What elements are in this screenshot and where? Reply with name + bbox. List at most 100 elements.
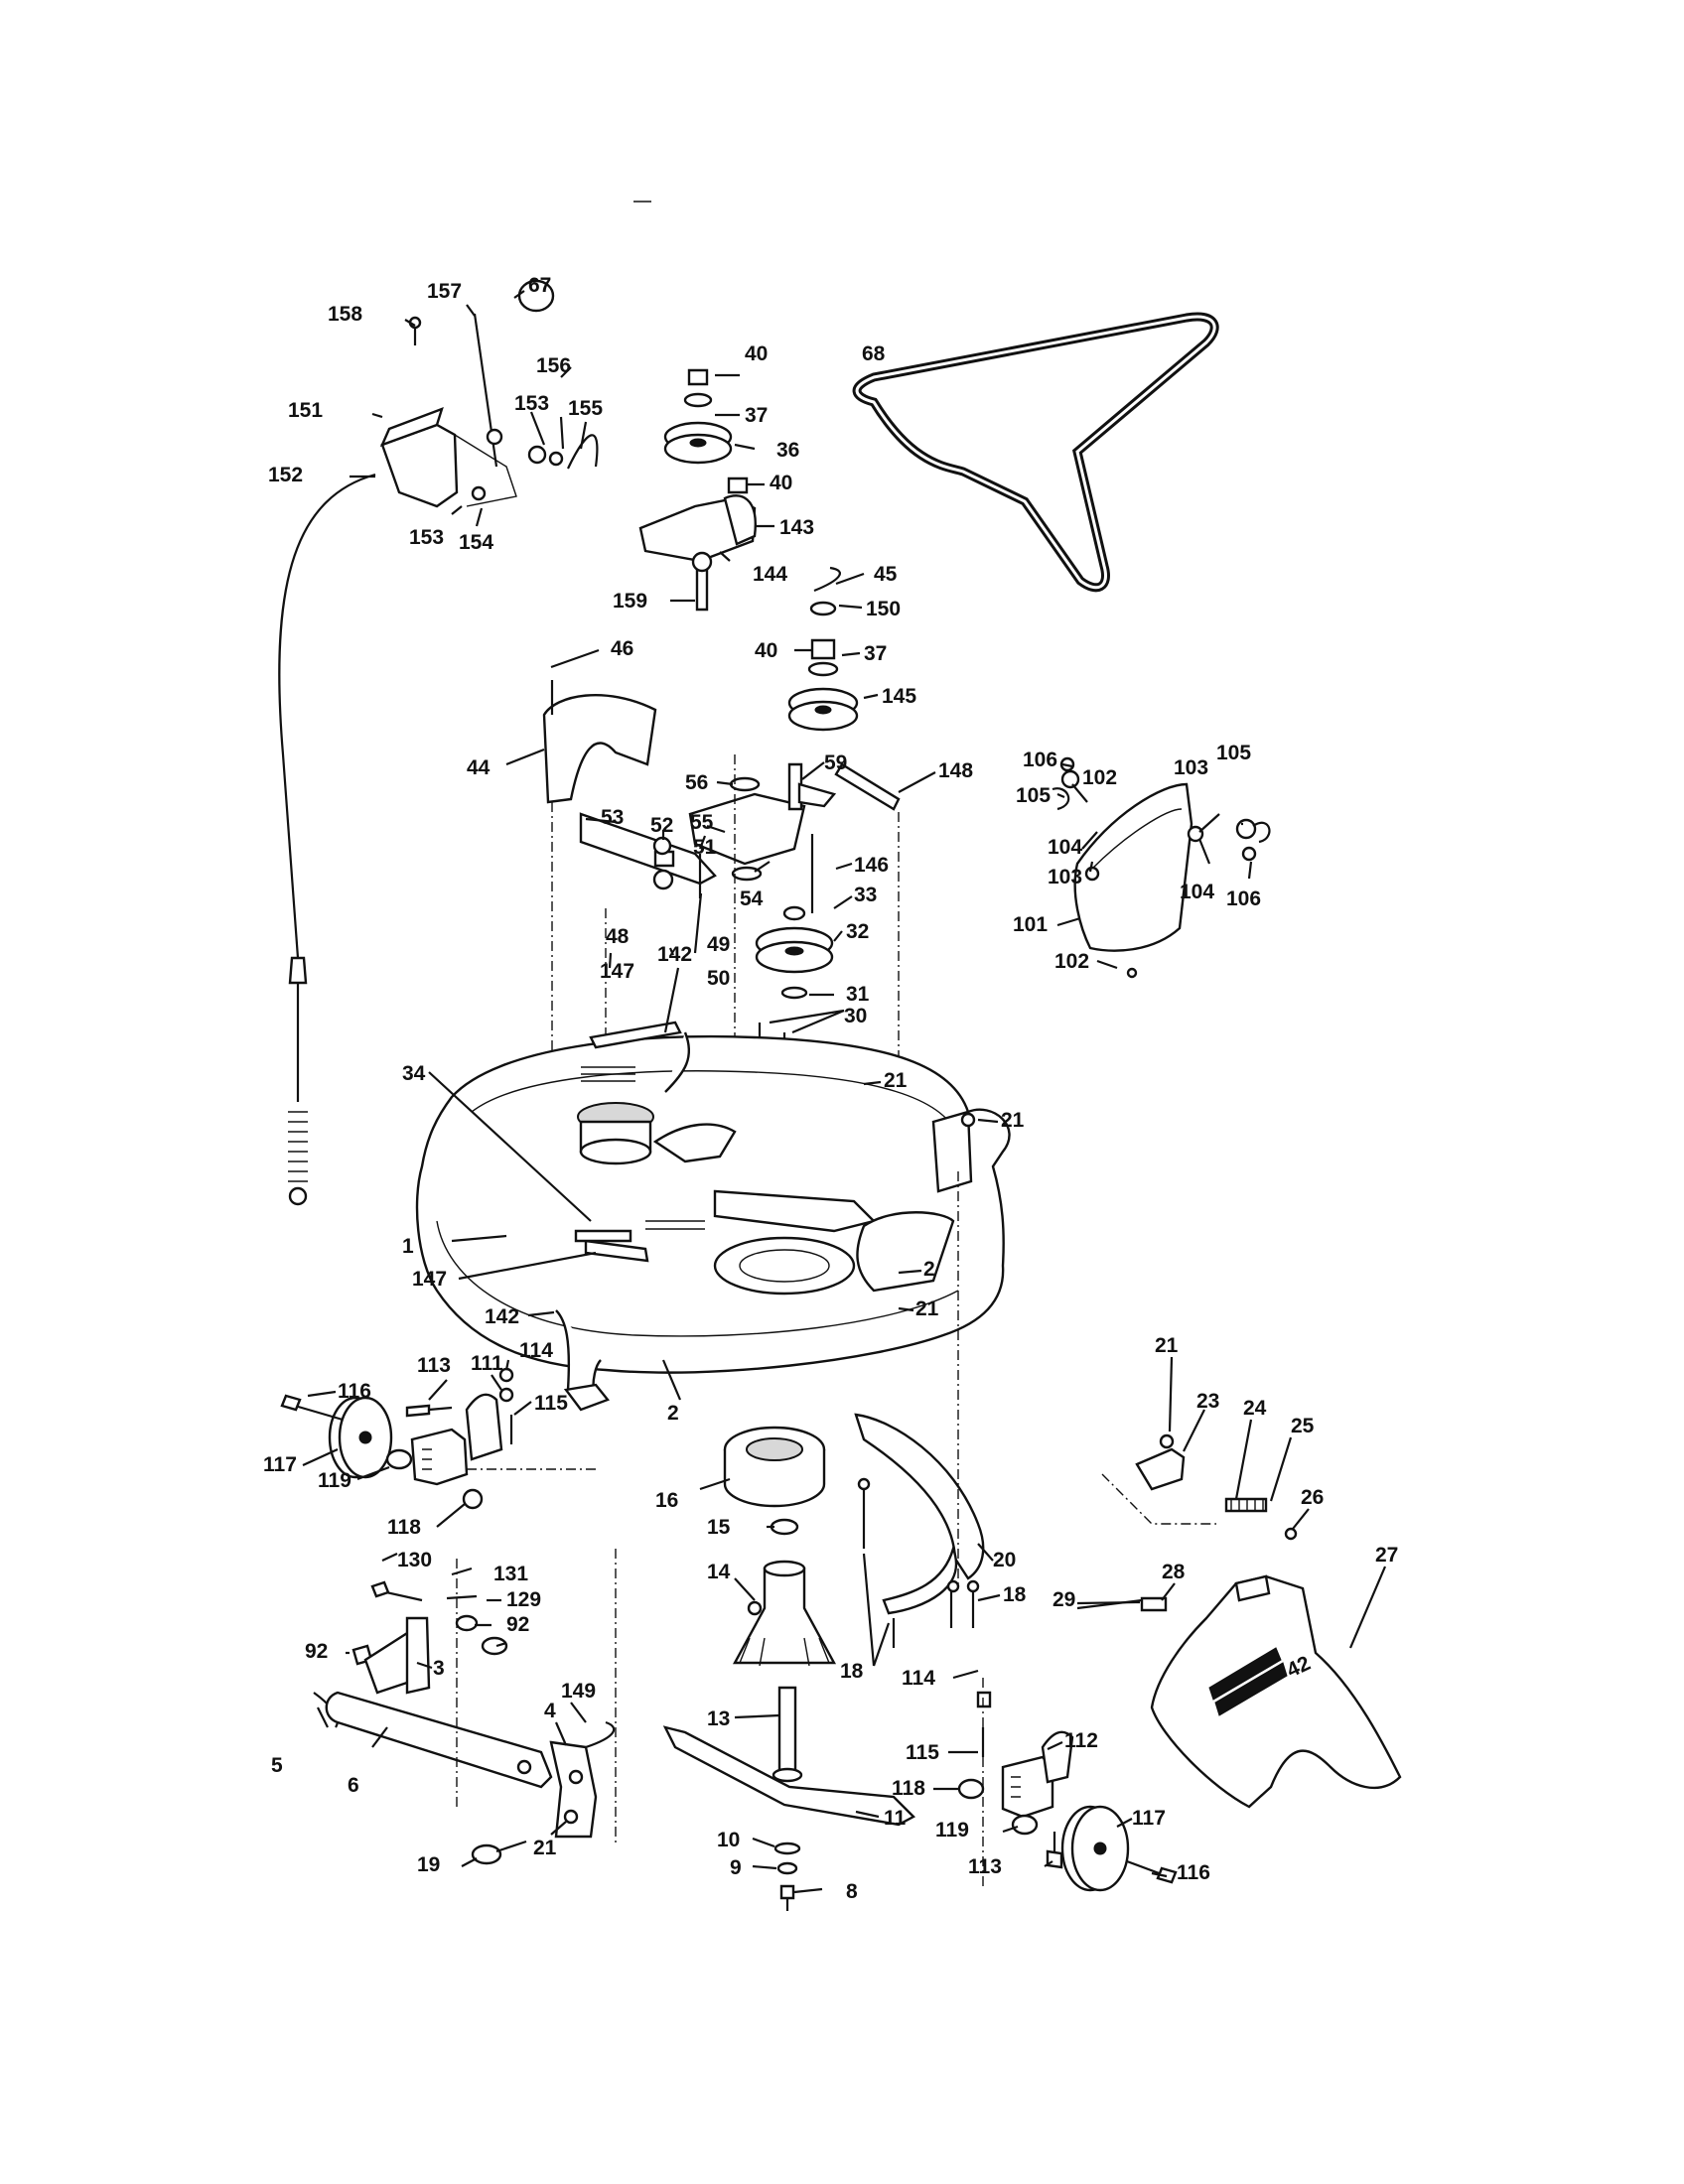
callout-27: 27 — [1375, 1544, 1398, 1567]
leader-lines — [302, 290, 1387, 1894]
idler-pulley-assembly — [638, 368, 757, 612]
callout-21-c: 21 — [915, 1297, 939, 1320]
center-pulley-assembly — [787, 566, 859, 732]
callout-142-upper: 142 — [657, 943, 692, 966]
callout-102-top: 102 — [1082, 766, 1117, 789]
callout-37-lower: 37 — [864, 642, 887, 665]
blade-spindle-assembly — [662, 1426, 915, 1911]
callout-4: 4 — [544, 1700, 556, 1722]
callout-31: 31 — [846, 983, 870, 1006]
callout-113-left: 113 — [417, 1354, 451, 1377]
callout-29: 29 — [1052, 1588, 1075, 1611]
callout-52: 52 — [650, 814, 673, 837]
callout-10: 10 — [717, 1829, 740, 1851]
callout-32: 32 — [846, 920, 869, 943]
lift-bracket-assembly — [278, 279, 599, 1206]
pivot-arm-assembly — [579, 812, 717, 1042]
callout-49: 49 — [707, 933, 730, 956]
callout-40-lower: 40 — [755, 639, 777, 662]
callout-36: 36 — [776, 439, 799, 462]
callout-37-top: 37 — [745, 404, 768, 427]
drive-belt — [852, 312, 1219, 593]
callout-48: 48 — [606, 925, 630, 948]
callout-156: 156 — [536, 354, 571, 377]
callout-158: 158 — [328, 303, 362, 326]
callout-142-lower: 142 — [485, 1305, 519, 1328]
rear-mount-bracket — [854, 1171, 985, 1648]
callout-68: 68 — [862, 342, 886, 365]
callout-159: 159 — [613, 590, 647, 613]
callout-40-mid: 40 — [770, 472, 792, 494]
callout-147-lower: 147 — [412, 1268, 447, 1291]
callout-104-left: 104 — [1048, 836, 1082, 859]
idler-arm-assembly — [688, 754, 901, 1152]
callout-147-upper: 147 — [600, 960, 634, 983]
callout-23: 23 — [1196, 1390, 1219, 1413]
callout-115-right: 115 — [906, 1741, 939, 1764]
callout-13: 13 — [707, 1707, 730, 1730]
callout-18-left: 18 — [840, 1660, 864, 1683]
callout-106-right: 106 — [1226, 887, 1261, 910]
callout-104-right: 104 — [1180, 881, 1214, 903]
callout-102-bottom: 102 — [1054, 950, 1089, 973]
spindle-pulley — [755, 812, 900, 1122]
callout-145: 145 — [882, 685, 916, 708]
callout-24: 24 — [1243, 1397, 1267, 1420]
front-linkage-assembly — [313, 1549, 617, 1865]
callout-33: 33 — [854, 884, 877, 906]
callout-3: 3 — [433, 1657, 445, 1680]
callout-40-top: 40 — [745, 342, 768, 365]
callout-129: 129 — [506, 1588, 541, 1611]
callout-106-left: 106 — [1023, 749, 1057, 771]
callout-155: 155 — [568, 397, 603, 420]
callout-114-right: 114 — [902, 1667, 935, 1690]
callout-116-left: 116 — [338, 1380, 371, 1403]
callout-28: 28 — [1162, 1561, 1186, 1583]
callout-144: 144 — [753, 563, 787, 586]
callout-113-right: 113 — [968, 1855, 1002, 1878]
callout-11: 11 — [884, 1807, 907, 1830]
callout-118-left: 118 — [387, 1516, 421, 1539]
callout-149: 149 — [561, 1680, 596, 1703]
callout-30: 30 — [844, 1005, 867, 1027]
callout-59: 59 — [824, 751, 847, 774]
callout-21-d: 21 — [533, 1837, 557, 1859]
discharge-chute-assembly: 42 — [1076, 1433, 1402, 1809]
callout-105-right: 105 — [1216, 742, 1251, 764]
mower-deck-housing — [415, 1021, 1011, 1374]
callout-19: 19 — [417, 1853, 440, 1876]
callout-153-upper: 153 — [514, 392, 549, 415]
callout-1: 1 — [402, 1235, 414, 1258]
callout-44: 44 — [467, 756, 491, 779]
callout-105-left: 105 — [1016, 784, 1051, 807]
callout-46: 46 — [611, 637, 633, 660]
callout-14: 14 — [707, 1561, 731, 1583]
callout-153-lower: 153 — [409, 526, 444, 549]
callout-25: 25 — [1291, 1415, 1315, 1437]
callout-2-lower: 2 — [667, 1402, 679, 1425]
callout-111: 111 — [471, 1352, 503, 1375]
callout-116-right: 116 — [1177, 1861, 1210, 1884]
callout-117-right: 117 — [1132, 1807, 1166, 1830]
callout-118-right: 118 — [892, 1777, 925, 1800]
callout-56: 56 — [685, 771, 708, 794]
callout-53: 53 — [601, 806, 624, 829]
callout-148: 148 — [938, 759, 973, 782]
callout-21-a: 21 — [884, 1069, 908, 1092]
callout-67: 67 — [528, 274, 551, 297]
callout-154: 154 — [459, 531, 493, 554]
callout-157: 157 — [427, 280, 462, 303]
callout-101: 101 — [1013, 913, 1048, 936]
callout-152: 152 — [268, 464, 303, 486]
callout-115-left: 115 — [534, 1392, 568, 1415]
callout-119-right: 119 — [935, 1819, 969, 1842]
callout-117-left: 117 — [263, 1453, 297, 1476]
callout-26: 26 — [1301, 1486, 1324, 1509]
callout-5: 5 — [271, 1754, 283, 1777]
callout-54: 54 — [740, 887, 764, 910]
callout-45: 45 — [874, 563, 898, 586]
callout-92-right: 92 — [506, 1613, 529, 1636]
callout-16: 16 — [655, 1489, 678, 1512]
callout-92-left: 92 — [305, 1640, 328, 1663]
callout-150: 150 — [866, 598, 901, 620]
